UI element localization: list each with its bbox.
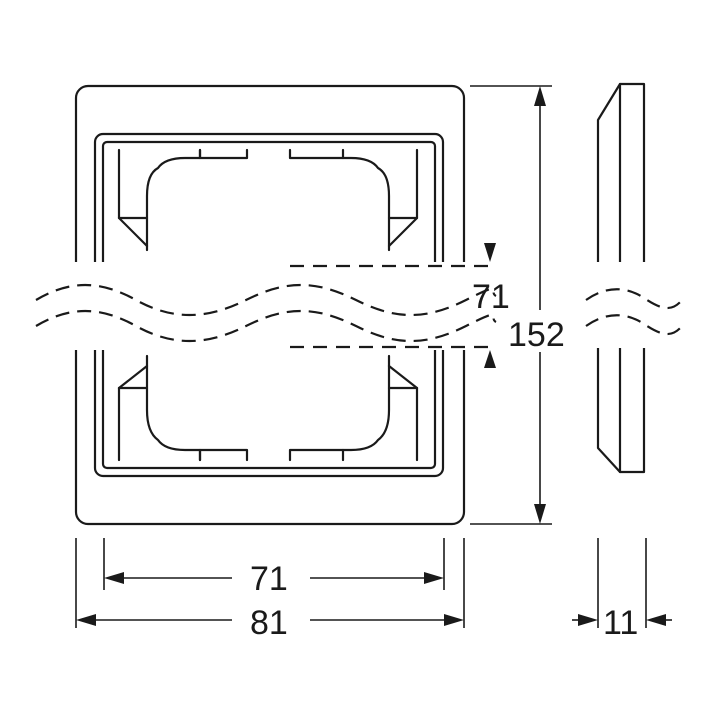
frame-side-view	[585, 82, 683, 474]
lower-insert-outline	[117, 354, 419, 462]
arrow-up-icon	[534, 86, 546, 106]
arrow-right-icon	[444, 614, 464, 626]
overall-height-dimension: 152	[470, 85, 565, 525]
width-dimensions: 71 81	[75, 538, 465, 642]
depth-dimension: 11	[572, 538, 672, 642]
upper-insert-outline	[117, 148, 419, 252]
arrow-right-icon	[578, 614, 598, 626]
inner-height-label: 71	[472, 278, 510, 316]
arrow-up-icon	[484, 350, 496, 368]
inner-width-label: 71	[250, 560, 288, 598]
arrow-down-icon	[484, 243, 496, 262]
arrow-left-icon	[646, 614, 666, 626]
frame-front-view	[60, 84, 500, 526]
total-width-label: 81	[250, 604, 288, 642]
overall-height-label: 152	[508, 316, 565, 354]
depth-label: 11	[603, 604, 638, 642]
arrow-left-icon	[104, 572, 124, 584]
arrow-down-icon	[534, 504, 546, 524]
break-lines-front	[35, 284, 497, 342]
inner-height-reference-lines: 71	[290, 243, 510, 368]
arrow-left-icon	[76, 614, 96, 626]
arrow-right-icon	[424, 572, 444, 584]
